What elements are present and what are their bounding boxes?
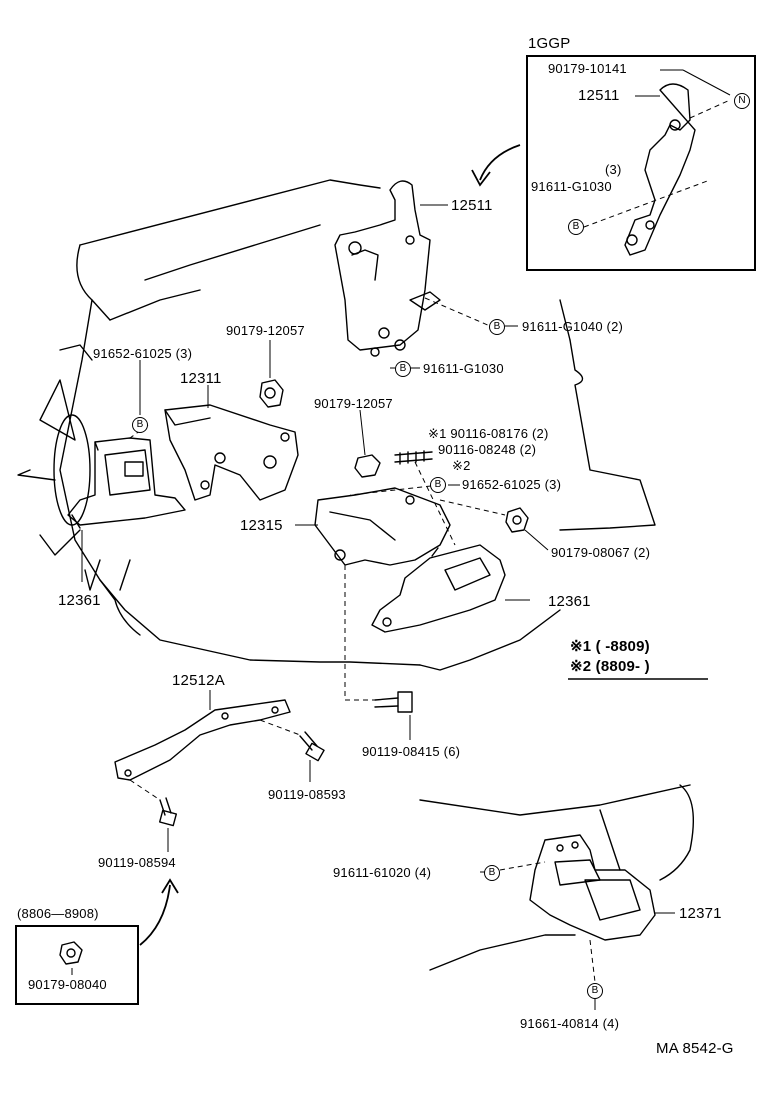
b-marker-61020: B (484, 865, 500, 881)
legend-line-1: ※1 ( -8809) (570, 638, 650, 655)
mount-12371-label[interactable]: 12371 (679, 905, 722, 922)
stay-12512a-drawing (114, 699, 291, 781)
bracket-12311-drawing (164, 404, 299, 501)
b-marker-61025-a: B (132, 417, 148, 433)
stay-bolts-drawing (158, 731, 325, 827)
inset-title: 1GGP (528, 35, 571, 52)
fan-blades (17, 344, 101, 591)
nut-12057-left-drawing (259, 379, 284, 408)
box-date-label: (8806—8908) (17, 906, 99, 921)
b-marker-61025-b: B (430, 477, 446, 493)
inset-bolt-label[interactable]: 90179-10141 (548, 61, 627, 76)
inset-qty-label: (3) (605, 162, 622, 177)
bolt-g1030-label[interactable]: 91611-G1030 (423, 361, 504, 376)
inset-bolt2-label[interactable]: 91611-G1030 (531, 179, 612, 194)
bolt-61020-label[interactable]: 91611-61020 (4) (333, 865, 432, 880)
engine-outline (59, 179, 656, 671)
nut-08067-drawing (505, 507, 529, 533)
right-insulator-drawing (371, 544, 506, 633)
inset-hook-drawing (624, 83, 696, 256)
date-range-box (15, 925, 139, 1005)
bolt-61025-a-label[interactable]: 91652-61025 (3) (93, 346, 193, 361)
insulator-right-label[interactable]: 12361 (548, 593, 591, 610)
nut-12057-b-label[interactable]: 90179-12057 (314, 396, 393, 411)
bolt-08593-label[interactable]: 90119-08593 (268, 787, 346, 802)
box-nut-drawing (59, 941, 83, 965)
insulator-left-label[interactable]: 12361 (58, 592, 101, 609)
b-marker-40814: B (587, 983, 603, 999)
dashed-lines (129, 99, 731, 983)
bolt-08415-label[interactable]: 90119-08415 (6) (362, 744, 461, 759)
inset-n-marker: N (734, 93, 750, 109)
legend-line-2: ※2 (8809- ) (570, 658, 650, 675)
leader-lines (71, 69, 731, 1010)
bracket-12311-label[interactable]: 12311 (180, 370, 222, 387)
inset-1ggp-box (526, 55, 756, 271)
transmission-outline (419, 784, 695, 971)
b-marker-g1030: B (395, 361, 411, 377)
stud-08176-label[interactable]: ※1 90116-08176 (2) (428, 426, 549, 441)
arrows (139, 144, 521, 946)
note-2-label: ※2 (452, 458, 471, 473)
b-marker-g1040: B (489, 319, 505, 335)
stay-12512a-label[interactable]: 12512A (172, 672, 225, 689)
inset-hook-label[interactable]: 12511 (578, 87, 620, 104)
diagram-code: MA 8542-G (656, 1040, 734, 1057)
nut-12057-a-label[interactable]: 90179-12057 (226, 323, 305, 338)
bolt-40814-label[interactable]: 91661-40814 (4) (520, 1016, 620, 1031)
inset-b-marker: B (568, 219, 584, 235)
nut-and-studs-drawing (354, 450, 433, 478)
left-insulator-drawing (67, 437, 186, 529)
hook-main-label[interactable]: 12511 (451, 197, 493, 214)
stud-08248-label[interactable]: 90116-08248 (2) (438, 442, 537, 457)
bolt-61025-b-label[interactable]: 91652-61025 (3) (462, 477, 562, 492)
rear-mount-drawing (529, 834, 656, 941)
engine-hanger-drawing (334, 180, 441, 357)
bolt-08415-drawing (374, 691, 413, 713)
bracket-12315-drawing (314, 487, 451, 566)
bolt-g1040-label[interactable]: 91611-G1040 (2) (522, 319, 624, 334)
nut-08067-label[interactable]: 90179-08067 (2) (551, 545, 651, 560)
box-nut-label[interactable]: 90179-08040 (28, 977, 107, 992)
bolt-08594-label[interactable]: 90119-08594 (98, 855, 176, 870)
bracket-12315-label[interactable]: 12315 (240, 517, 283, 534)
